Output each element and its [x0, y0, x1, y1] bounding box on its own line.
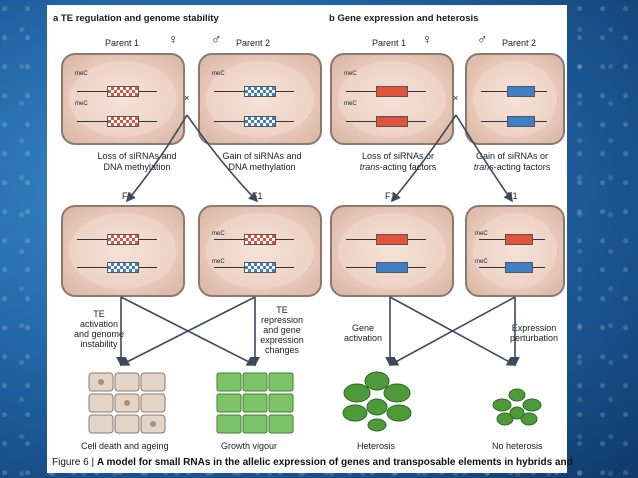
gene [507, 116, 535, 127]
panel-a-left-outcome-3: and genome [73, 329, 125, 339]
panel-a-left-note-2: DNA methylation [103, 162, 171, 172]
panel-a-left-outcome-2: activation [79, 319, 119, 329]
te-gene-methylated [244, 234, 276, 245]
cell-b-parent2 [465, 53, 565, 145]
male-symbol: ♂ [477, 31, 488, 47]
f1-label-left: F1 [122, 191, 133, 201]
female-symbol: ♀ [168, 31, 179, 47]
panel-a-left-outcome-4: instability [80, 339, 118, 349]
cell-a-parent1: meC meC [61, 53, 185, 145]
panel-b-parent1: Parent 1 [372, 38, 407, 48]
panel-a-parent2: Parent 2 [236, 38, 271, 48]
gene [507, 86, 535, 97]
result-cell-death: Cell death and ageing [81, 441, 169, 451]
gene [505, 262, 533, 273]
cell-a-f1-left [61, 205, 185, 297]
cell-b-parent1: meC meC [330, 53, 454, 145]
result-no-heterosis: No heterosis [492, 441, 543, 451]
te-gene-methylated [107, 86, 139, 97]
female-symbol: ♀ [422, 31, 433, 47]
panel-b-left-outcome-1: Gene [351, 323, 375, 333]
te-gene-methylated [244, 86, 276, 97]
panel-b-right-note-1: Gain of siRNAs or [475, 151, 549, 161]
te-gene [107, 234, 139, 245]
gene [376, 234, 408, 245]
figure-panel: a TE regulation and genome stability Par… [47, 5, 573, 473]
panel-a-left-outcome-1: TE [93, 309, 105, 319]
figure-caption: Figure 6 | A model for small RNAs in the… [52, 457, 573, 468]
cell-b-f1-left [330, 205, 454, 297]
panel-b-left-note-1: Loss of siRNAs or [361, 151, 435, 161]
gene [376, 86, 408, 97]
panel-a-parent1: Parent 1 [105, 38, 140, 48]
panel-a-right-outcome-3: and gene [263, 325, 301, 335]
cross-symbol: × [184, 93, 190, 103]
panel-a-right-outcome-1: TE [276, 305, 288, 315]
panel-b-right-outcome-2: perturbation [509, 333, 559, 343]
small-plant-illustration [492, 388, 542, 426]
healthy-cells-illustration [216, 372, 294, 434]
panel-b-right-outcome-1: Expression [511, 323, 557, 333]
cross-symbol: × [453, 93, 459, 103]
result-growth-vigour: Growth vigour [221, 441, 278, 451]
panel-a-right-outcome-2: repression [260, 315, 304, 325]
panel-b-left-note-2: trans-acting factors [359, 162, 437, 172]
f1-label-left: F1 [385, 191, 396, 201]
cell-a-parent2: meC [198, 53, 322, 145]
gene [505, 234, 533, 245]
f1-label-right: F1 [507, 191, 518, 201]
panel-b-right-note-2: trans-acting factors [473, 162, 551, 172]
panel-b-left-outcome-2: activation [343, 333, 383, 343]
te-gene-methylated [244, 262, 276, 273]
panel-a-right-note-1: Gain of siRNAs and [222, 151, 302, 161]
result-heterosis: Heterosis [357, 441, 396, 451]
dying-cells-illustration [88, 372, 166, 434]
f1-label-right: F1 [252, 191, 263, 201]
panel-a-right-outcome-5: changes [264, 345, 300, 355]
cell-a-f1-right: meC meC [198, 205, 322, 297]
gene [376, 116, 408, 127]
te-gene-methylated [107, 116, 139, 127]
te-gene [107, 262, 139, 273]
panel-a-right-note-2: DNA methylation [228, 162, 296, 172]
panel-b-parent2: Parent 2 [502, 38, 537, 48]
panel-a-left-note-1: Loss of siRNAs and [97, 151, 177, 161]
panel-a-title: a TE regulation and genome stability [53, 13, 219, 24]
panel-b-title: b Gene expression and heterosis [329, 13, 479, 24]
cell-b-f1-right: meC meC [465, 205, 565, 297]
te-gene-methylated [244, 116, 276, 127]
large-plant-illustration [342, 371, 412, 432]
gene [376, 262, 408, 273]
panel-a-right-outcome-4: expression [260, 335, 304, 345]
male-symbol: ♂ [211, 31, 222, 47]
